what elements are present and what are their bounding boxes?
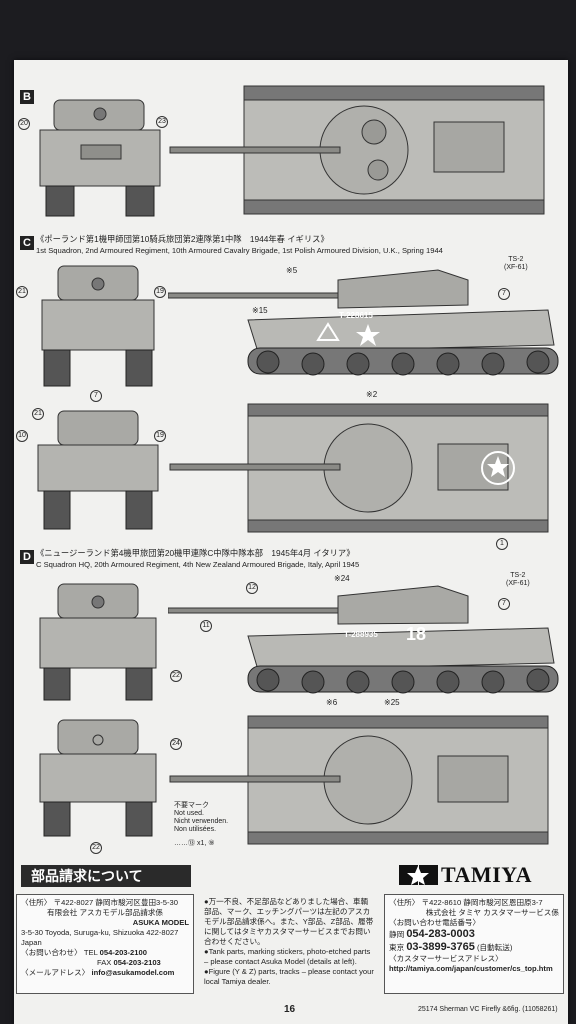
part-callout-7: 7 (90, 390, 102, 402)
section-d-number-decal: 18 (406, 624, 427, 644)
part-callout-rear-22: 22 (90, 842, 102, 854)
unused-marks-note: 不要マーク Not used. Nicht verwenden. Non uti… (174, 802, 229, 847)
asuka-email: info@asukamodel.com (91, 968, 175, 977)
part-callout-23: 23 (156, 116, 168, 128)
section-d-title-jp: 《ニュージーランド第4機甲旅団第20機甲連隊C中隊中隊本部 1945年4月 イタ… (36, 548, 355, 558)
section-c-title-en: 1st Squadron, 2nd Armoured Regiment, 10t… (36, 246, 443, 255)
section-c-front-view (41, 265, 155, 387)
tamiya-star-icon (399, 865, 438, 885)
part-callout-rear-24: 24 (170, 738, 182, 750)
product-code: 25174 Sherman VC Firefly &6fig. (1105826… (418, 1006, 558, 1013)
tamiya-logo: TAMIYA (399, 862, 564, 888)
section-d-badge: D (20, 550, 34, 564)
part-callout-15: ※15 (252, 306, 268, 315)
part-callout-rear-21: 21 (32, 408, 44, 420)
part-callout-20: 20 (18, 118, 30, 130)
section-d-top-view (169, 715, 549, 845)
section-c-title-jp: 《ポーランド第1機甲師団第10騎兵旅団第2連隊第1中隊 1944年春 イギリス》 (36, 234, 329, 244)
section-c-serial-decal: T-228615 (339, 311, 373, 320)
asuka-fax: 054-203-2103 (113, 958, 161, 967)
asuka-model-contact: 〈住所〉 〒422-8027 静岡市駿河区豊田3-5-30 有限会社 アスカモデ… (16, 894, 194, 994)
section-c-rear-view (37, 410, 159, 530)
page-number: 16 (284, 1004, 296, 1015)
tamiya-cs-url: http://tamiya.com/japan/customer/cs_top.… (389, 964, 553, 973)
section-d-front-view (39, 583, 157, 701)
section-c-side-view (168, 269, 559, 376)
section-d-serial-decal: T-288935 (344, 630, 378, 639)
parts-request-title: 部品請求について (21, 865, 191, 887)
part-callout-24: ※24 (334, 574, 350, 583)
part-callout-10: 10 (16, 430, 28, 442)
part-callout-5: ※5 (286, 266, 298, 275)
part-callout-d-7: 7 (498, 598, 510, 610)
part-callout-rear-19: 19 (154, 430, 166, 442)
part-callout-2: ※2 (366, 390, 378, 399)
part-callout-21: 21 (16, 286, 28, 298)
part-callout-25: ※25 (384, 698, 400, 707)
tamiya-customer-service: 〈住所〉 〒422-8610 静岡市駿河区恩田原3-7 株式会社 タミヤ カスタ… (384, 894, 564, 994)
parts-request-notes: ●万一不良、不足部品などありました場合、車輌部品、マーク、エッチングパーツは左記… (204, 897, 374, 986)
section-c-badge: C (20, 236, 34, 250)
section-b-front-view (39, 99, 161, 217)
section-c-paint-callout: TS-2(XF-61) (504, 256, 528, 271)
instruction-page: B 20 23 C 《ポーランド第1機甲師団第10騎兵旅団第2連隊第1中隊 19… (14, 60, 568, 1024)
part-callout-22: 22 (170, 670, 182, 682)
asuka-tel: 054-203-2100 (99, 948, 147, 957)
part-callout-side-7: 7 (498, 288, 510, 300)
tamiya-wordmark: TAMIYA (441, 862, 533, 887)
part-callout-12: 12 (246, 582, 258, 594)
section-b-top-view (169, 85, 545, 215)
tamiya-shizuoka-tel: 054-283-0003 (406, 928, 475, 940)
section-d-rear-view (39, 719, 157, 837)
part-callout-11: 11 (200, 620, 212, 632)
section-c-top-view (169, 403, 549, 533)
part-callout-1: 1 (496, 538, 508, 550)
section-d-paint-callout: TS-2(XF-61) (506, 572, 530, 587)
section-d-side-view (168, 585, 559, 694)
part-callout-19: 19 (154, 286, 166, 298)
tamiya-tokyo-tel: 03-3899-3765 (406, 941, 475, 953)
section-d-title-en: C Squadron HQ, 20th Armoured Regiment, 4… (36, 560, 360, 569)
section-b-badge: B (20, 90, 34, 104)
part-callout-6: ※6 (326, 698, 338, 707)
